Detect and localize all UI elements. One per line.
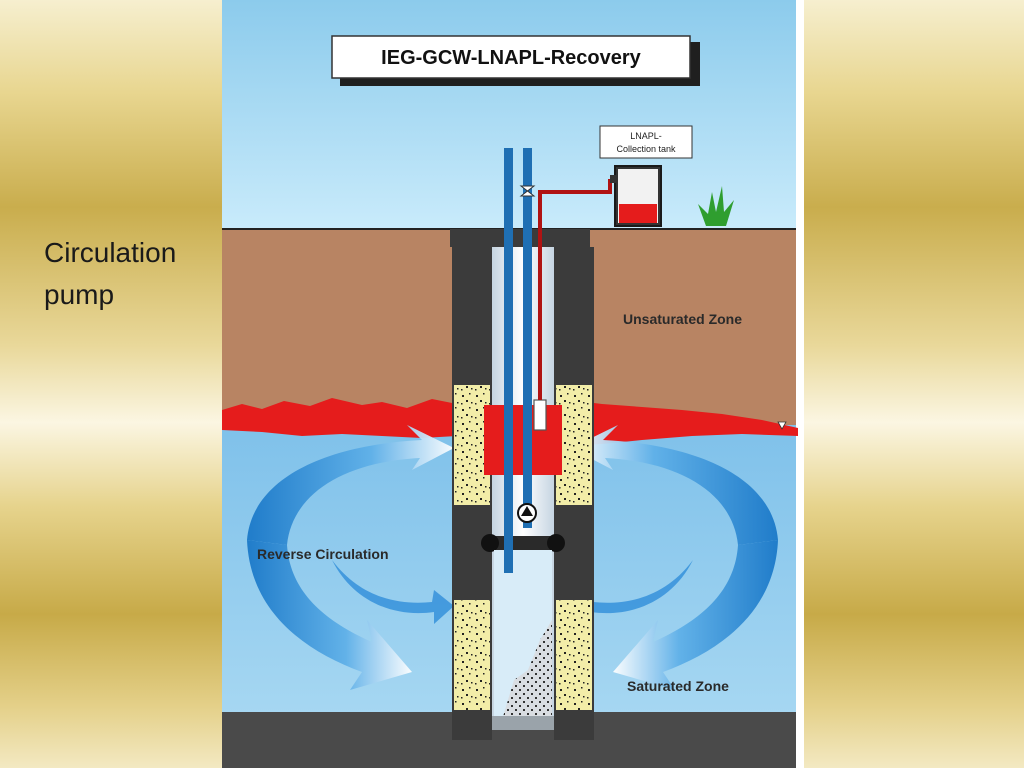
recovery-diagram: IEG-GCW-LNAPL-Recovery LNAPL- Collection… bbox=[222, 0, 804, 768]
well-bottom bbox=[492, 716, 554, 730]
grass-icon bbox=[698, 186, 734, 226]
slide-caption: Circulation pump bbox=[44, 232, 214, 316]
tank-label-box bbox=[599, 125, 693, 159]
lnapl-line bbox=[538, 179, 612, 400]
label-reverse-circulation: Reverse Circulation bbox=[257, 546, 389, 562]
packer-knob-left bbox=[481, 534, 499, 552]
caption-line-2: pump bbox=[44, 279, 115, 310]
gravel-pack-left-lower bbox=[454, 600, 490, 710]
tank-label-line-2: Collection tank bbox=[616, 144, 676, 154]
figure-right-border bbox=[796, 0, 804, 768]
diagram-svg: IEG-GCW-LNAPL-Recovery LNAPL- Collection… bbox=[222, 0, 804, 768]
pipe-injection bbox=[504, 148, 513, 573]
circulation-arrow-left-lower bbox=[247, 540, 412, 690]
circulation-arrow-right-upper bbox=[571, 425, 778, 545]
valve-icon bbox=[519, 185, 536, 197]
label-unsaturated-zone: Unsaturated Zone bbox=[623, 311, 742, 327]
circulation-arrow-left-tip bbox=[332, 560, 454, 624]
tank-label-line-1: LNAPL- bbox=[630, 131, 662, 141]
packer-seal bbox=[484, 536, 562, 550]
circulation-arrow-right-tip bbox=[571, 560, 693, 624]
label-saturated-zone: Saturated Zone bbox=[627, 678, 729, 694]
caption-line-1: Circulation bbox=[44, 237, 177, 268]
pipe-extraction bbox=[523, 148, 532, 528]
circulation-arrow-left-upper bbox=[247, 425, 454, 545]
gravel-pack-right-lower bbox=[556, 600, 592, 710]
circulation-arrow-right-lower bbox=[613, 540, 778, 690]
title-box bbox=[331, 35, 691, 79]
tank-lnapl-fill bbox=[619, 204, 657, 223]
tank-inlet bbox=[610, 175, 618, 183]
diagram-title: IEG-GCW-LNAPL-Recovery bbox=[381, 47, 642, 69]
well-cap bbox=[450, 229, 590, 247]
pump-arrow-icon bbox=[521, 506, 533, 516]
water-table-marker bbox=[777, 421, 787, 430]
packer-knob-right bbox=[547, 534, 565, 552]
lnapl-skimmer bbox=[533, 399, 547, 431]
screen-rubble bbox=[502, 620, 552, 720]
